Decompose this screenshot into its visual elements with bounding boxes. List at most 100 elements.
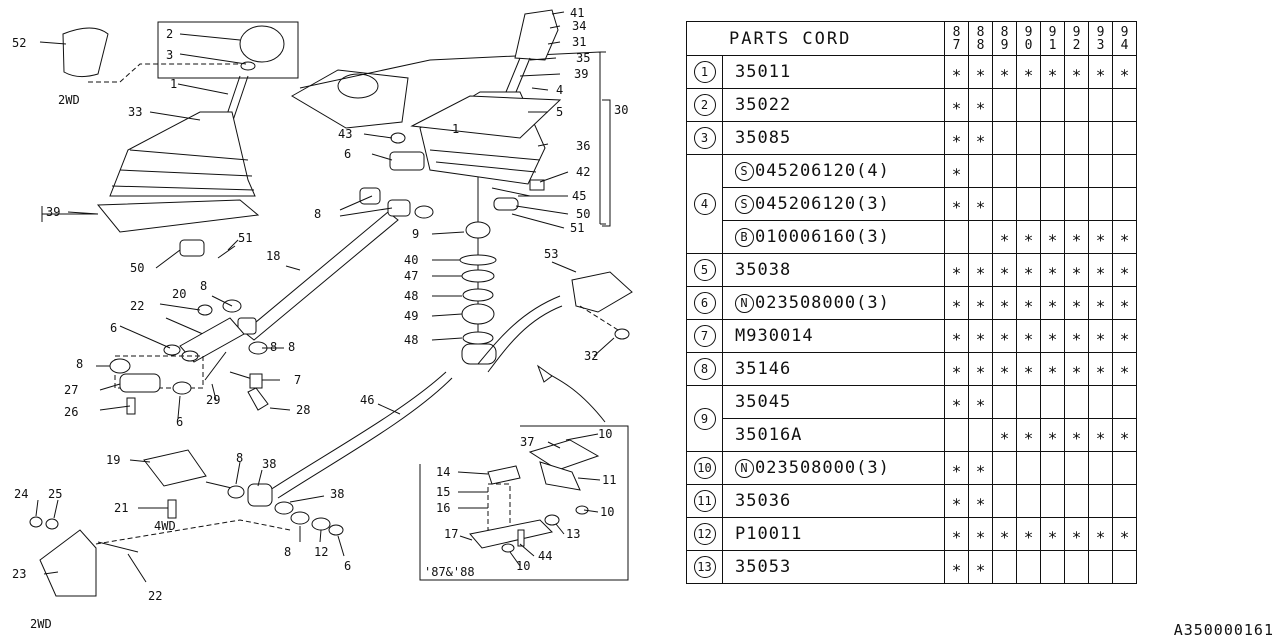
callout-31: 31 bbox=[572, 35, 586, 49]
year-applicability-cell bbox=[992, 154, 1017, 188]
part-number: 010006160(3) bbox=[755, 227, 890, 247]
ref-cell: 6 bbox=[686, 286, 723, 320]
year-applicability-cell: ∗ bbox=[1016, 253, 1041, 287]
applicable-mark: ∗ bbox=[975, 260, 986, 280]
applicable-mark: ∗ bbox=[999, 359, 1010, 379]
ref-cell: 1 bbox=[686, 55, 723, 89]
year-applicability-cell: ∗ bbox=[992, 286, 1017, 320]
cup-housing bbox=[461, 343, 497, 365]
year-applicability-cell bbox=[1040, 154, 1065, 188]
ref-number: 4 bbox=[693, 193, 716, 215]
applicable-mark: ∗ bbox=[1119, 359, 1130, 379]
part-number: 35045 bbox=[735, 392, 792, 412]
ref-cell: 5 bbox=[686, 253, 723, 287]
bolt-22-lower bbox=[97, 541, 139, 553]
callout-6c: 6 bbox=[344, 147, 351, 161]
ref-cell: 7 bbox=[686, 319, 723, 353]
callout-13: 13 bbox=[566, 527, 580, 541]
ref-number: 12 bbox=[693, 523, 716, 545]
year-applicability-cell bbox=[1016, 187, 1041, 221]
callout-47: 47 bbox=[404, 269, 418, 283]
applicable-mark: ∗ bbox=[975, 326, 986, 346]
label-2wd-top: 2WD bbox=[58, 93, 80, 107]
nut-9 bbox=[465, 221, 491, 239]
year-applicability-cell bbox=[1064, 88, 1089, 122]
washer-38b bbox=[274, 501, 294, 515]
applicable-mark: ∗ bbox=[1095, 425, 1106, 445]
year-applicability-cell bbox=[1088, 154, 1113, 188]
boot-plate bbox=[291, 69, 409, 129]
applicable-mark: ∗ bbox=[1119, 260, 1130, 280]
year-applicability-cell: ∗ bbox=[1088, 418, 1113, 452]
year-applicability-cell: ∗ bbox=[968, 253, 993, 287]
year-applicability-cell bbox=[992, 121, 1017, 155]
bolt-21 bbox=[167, 499, 177, 519]
applicable-mark: ∗ bbox=[951, 491, 962, 511]
ref-number: 7 bbox=[693, 325, 716, 347]
applicable-mark: ∗ bbox=[1095, 62, 1106, 82]
year-applicability-cell: ∗ bbox=[1064, 220, 1089, 254]
callout-34: 34 bbox=[572, 19, 586, 33]
inset-plate-17 bbox=[469, 519, 553, 549]
year-applicability-cell: ∗ bbox=[944, 121, 969, 155]
washer-8-top bbox=[414, 205, 434, 219]
year-applicability-cell bbox=[944, 418, 969, 452]
year-applicability-cell bbox=[968, 154, 993, 188]
boot-ribs bbox=[111, 149, 255, 191]
year-applicability-cell bbox=[992, 484, 1017, 518]
applicable-mark: ∗ bbox=[1119, 62, 1130, 82]
nut-42 bbox=[529, 179, 545, 191]
year-applicability-cell bbox=[968, 418, 993, 452]
ref-number: 9 bbox=[693, 407, 716, 430]
part-number-cell: P10011 bbox=[722, 517, 945, 551]
label-one-mark: 1 bbox=[452, 122, 459, 136]
year-applicability-cell bbox=[1040, 187, 1065, 221]
callout-8e: 8 bbox=[288, 340, 295, 354]
nut-20 bbox=[197, 304, 213, 316]
year-applicability-cell: ∗ bbox=[1088, 319, 1113, 353]
table-row: 35016A∗∗∗∗∗∗ bbox=[687, 418, 1137, 452]
bushing-8-top-b bbox=[387, 199, 411, 217]
bolt-7-head bbox=[249, 373, 263, 389]
applicable-mark: ∗ bbox=[951, 359, 962, 379]
part-prefix: S bbox=[735, 161, 754, 181]
lever-upper bbox=[505, 57, 531, 93]
callout-6b: 6 bbox=[176, 415, 183, 429]
callout-21: 21 bbox=[114, 501, 128, 515]
year-applicability-cell: ∗ bbox=[1040, 418, 1065, 452]
applicable-mark: ∗ bbox=[999, 524, 1010, 544]
applicable-mark: ∗ bbox=[975, 524, 986, 544]
callout-17: 17 bbox=[444, 527, 458, 541]
year-applicability-cell bbox=[1112, 385, 1137, 419]
year-applicability-cell: ∗ bbox=[1016, 55, 1041, 89]
year-applicability-cell: ∗ bbox=[992, 418, 1017, 452]
applicable-mark: ∗ bbox=[1119, 524, 1130, 544]
applicable-mark: ∗ bbox=[1119, 293, 1130, 313]
callout-6d: 6 bbox=[344, 559, 351, 573]
part-number: 35022 bbox=[735, 95, 792, 115]
ref-cell: 12 bbox=[686, 517, 723, 551]
part-number-cell: 35016A bbox=[722, 418, 945, 452]
year-applicability-cell: ∗ bbox=[944, 253, 969, 287]
applicable-mark: ∗ bbox=[951, 557, 962, 577]
cable-46 bbox=[269, 371, 453, 499]
part-number: 023508000(3) bbox=[755, 458, 890, 478]
applicable-mark: ∗ bbox=[1095, 293, 1106, 313]
year-applicability-cell: ∗ bbox=[1040, 319, 1065, 353]
